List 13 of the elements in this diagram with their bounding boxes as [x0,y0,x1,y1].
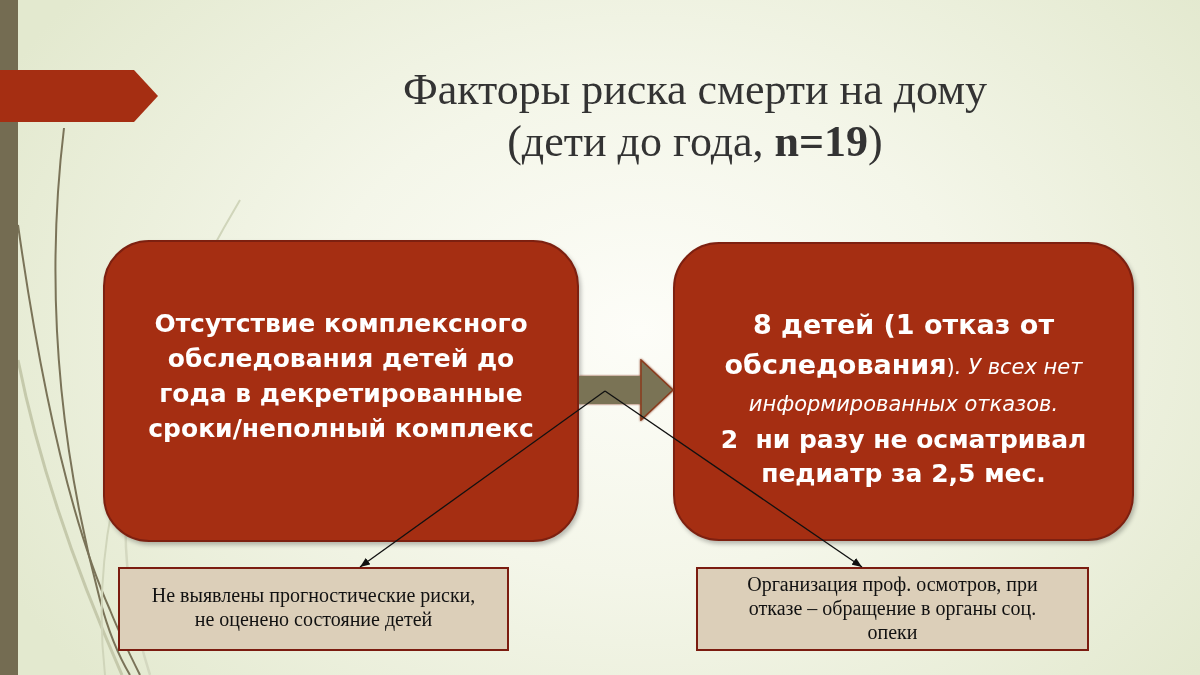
box-text: Отсутствие комплексного обследования детей до года в декретированные сроки/неполный комплекс [147,308,535,445]
note-text: Организация проф. осмотров, при отказе – обращение в органы соц. опеки [746,572,1039,644]
note-box [696,567,1089,651]
note-text: Не выявлены прогностические риски, не оценено состояние детей [150,583,477,631]
block-arrow [579,359,674,421]
box-text: 2 ни разу не осматривал педиатр за 2,5 мес. [719,424,1088,490]
result-box [673,242,1134,541]
slide-title: Факторы риска смерти на дому (дети до года, n=19) [401,64,989,168]
arrow [604,390,863,568]
note-box [118,567,509,651]
process-box [103,240,579,542]
box-text: 8 детей (1 отказ от обследования). У всех нет информированных отказов. [723,308,1084,418]
arrow [359,390,606,568]
